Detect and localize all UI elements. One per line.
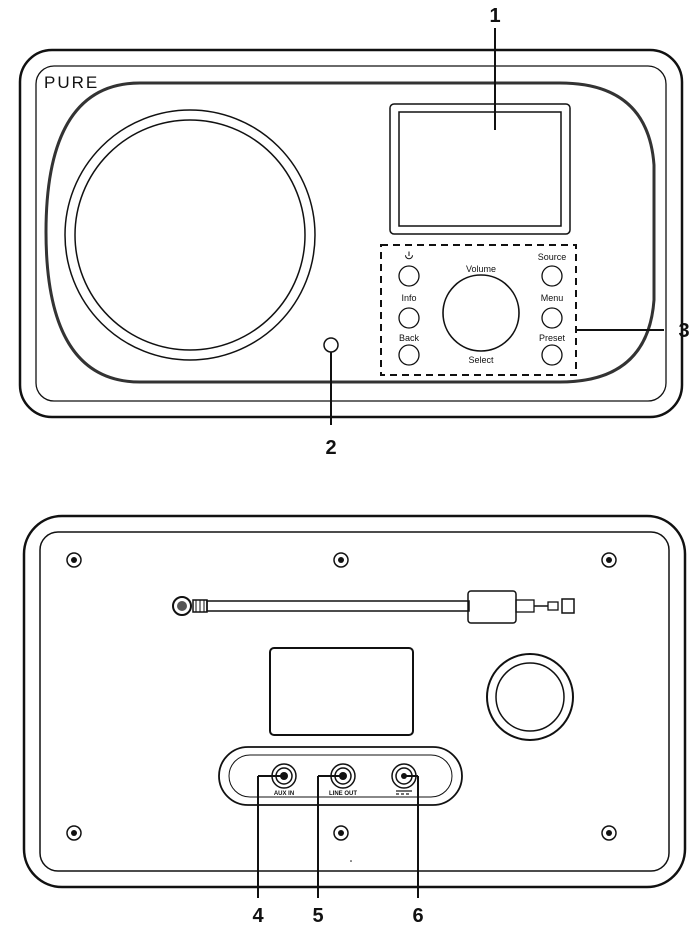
screw [333, 825, 349, 841]
rear-knob-outer [486, 653, 574, 741]
menu-button[interactable] [541, 307, 563, 329]
screw [66, 825, 82, 841]
callout-4: 4 [252, 905, 264, 927]
screw [66, 552, 82, 568]
telescopic-antenna[interactable] [172, 590, 575, 624]
display-screen [398, 111, 562, 227]
screw [601, 552, 617, 568]
volume-label: Volume [466, 264, 496, 274]
rear-window [269, 647, 414, 736]
power-icon [405, 251, 413, 260]
callout-1: 1 [489, 5, 500, 27]
power-button[interactable] [398, 265, 420, 287]
connector-panel [218, 746, 463, 806]
rear-mark [350, 860, 352, 862]
brand-logo: PURE [44, 73, 99, 92]
back-label: Back [399, 333, 420, 343]
screw [333, 552, 349, 568]
preset-button[interactable] [541, 344, 563, 366]
front-view: PURE Info Back Volume Select Source Menu [18, 5, 690, 459]
callout-6: 6 [412, 905, 423, 927]
line-out-label: LINE OUT [329, 791, 357, 797]
source-button[interactable] [541, 265, 563, 287]
source-label: Source [538, 252, 567, 262]
rear-knob[interactable] [495, 662, 565, 732]
aux-in-label: AUX IN [274, 791, 294, 797]
menu-label: Menu [541, 293, 564, 303]
info-button[interactable] [398, 307, 420, 329]
sensor-hole [323, 337, 339, 353]
callout-2: 2 [325, 437, 336, 459]
rear-view: AUX IN LINE OUT 4 5 6 [22, 514, 687, 927]
front-inner-panel [35, 65, 667, 402]
speaker-outer-ring [64, 109, 316, 361]
rear-outer-case [22, 514, 687, 889]
callout-5: 5 [312, 905, 323, 927]
controls-area [380, 244, 577, 376]
select-label: Select [468, 355, 494, 365]
front-grille-outline [44, 81, 656, 384]
callout-3: 3 [678, 320, 689, 342]
rear-inner-panel [39, 531, 670, 872]
volume-select-knob[interactable] [442, 274, 520, 352]
screw [601, 825, 617, 841]
info-label: Info [401, 293, 416, 303]
connector-panel-inner [228, 754, 453, 798]
back-button[interactable] [398, 344, 420, 366]
preset-label: Preset [539, 333, 566, 343]
speaker [74, 119, 306, 351]
front-outer-case [18, 48, 684, 419]
dc-power-icon [396, 790, 412, 795]
display-bezel [389, 103, 571, 235]
